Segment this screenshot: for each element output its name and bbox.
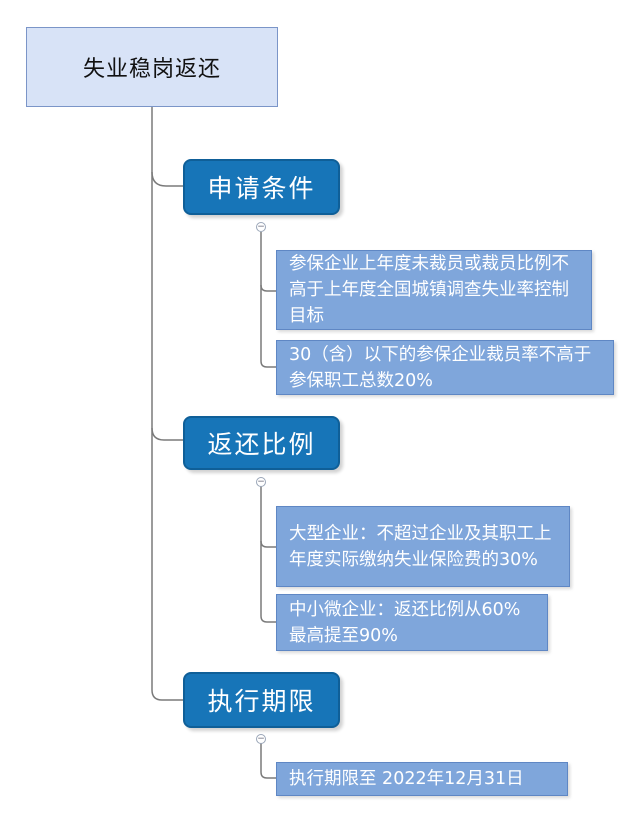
collapse-toggle-icon[interactable]: −: [256, 477, 266, 487]
leaf-node-label: 参保企业上年度未裁员或裁员比例不高于上年度全国城镇调查失业率控制目标: [289, 254, 569, 326]
branch-node-label: 执行期限: [207, 687, 316, 716]
leaf-connector-1b: [260, 232, 276, 368]
collapse-toggle-icon[interactable]: −: [256, 222, 266, 232]
leaf-node-ratio-large[interactable]: 大型企业：不超过企业及其职工上年度实际缴纳失业保险费的30%: [276, 506, 570, 587]
trunk-line: [151, 107, 184, 701]
root-node-label: 失业稳岗返还: [82, 57, 221, 82]
collapse-toggle-icon[interactable]: −: [256, 734, 266, 744]
leaf-node-label: 30（含）以下的参保企业裁员率不高于参保职工总数20%: [289, 344, 592, 391]
leaf-node-label: 执行期限至 2022年12月31日: [289, 769, 524, 789]
leaf-node-label: 大型企业：不超过企业及其职工上年度实际缴纳失业保险费的30%: [289, 523, 552, 570]
leaf-node-condition-1[interactable]: 参保企业上年度未裁员或裁员比例不高于上年度全国城镇调查失业率控制目标: [276, 250, 592, 330]
branch-node-refund-ratio[interactable]: 返还比例: [183, 416, 340, 470]
leaf-connector-1a: [260, 284, 276, 292]
branch-node-label: 申请条件: [207, 174, 316, 203]
leaf-connector-3a: [260, 743, 276, 779]
branch-connector-1: [151, 171, 184, 187]
branch-connector-2: [151, 427, 184, 441]
branch-node-execution-period[interactable]: 执行期限: [183, 672, 340, 728]
leaf-connector-2b: [260, 486, 276, 623]
leaf-node-label: 中小微企业：返还比例从60%最高提至90%: [289, 599, 521, 646]
branch-node-label: 返还比例: [207, 430, 316, 459]
leaf-node-period[interactable]: 执行期限至 2022年12月31日: [276, 762, 568, 796]
leaf-connector-2a: [260, 540, 276, 548]
leaf-node-condition-2[interactable]: 30（含）以下的参保企业裁员率不高于参保职工总数20%: [276, 340, 614, 395]
branch-node-apply-conditions[interactable]: 申请条件: [183, 159, 340, 215]
leaf-node-ratio-small[interactable]: 中小微企业：返还比例从60%最高提至90%: [276, 594, 548, 651]
root-node[interactable]: 失业稳岗返还: [26, 27, 278, 107]
